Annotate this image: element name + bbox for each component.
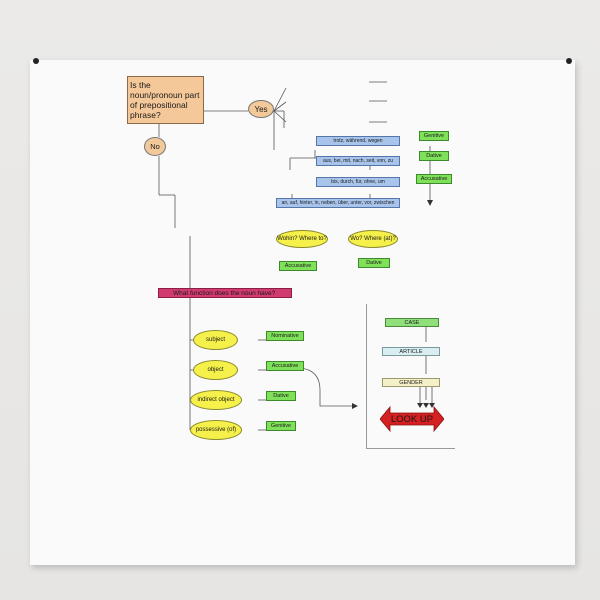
- indirect-object-oval: indirect object: [190, 390, 242, 410]
- accusative-case-box: Accusative: [416, 174, 452, 184]
- two-way-dative-box: Dative: [358, 258, 390, 268]
- wo-question: Wo? Where (at)?: [348, 230, 398, 248]
- look-up-label: LOOK UP: [390, 413, 434, 425]
- object-oval: object: [193, 360, 238, 380]
- genitive-case-box: Genitive: [419, 131, 449, 141]
- yes-node: Yes: [248, 100, 274, 118]
- lookup-panel: [366, 304, 455, 449]
- function-question-bar: What function does the noun have?: [158, 288, 292, 298]
- genitive-prepositions: trotz, während, wegen: [316, 136, 400, 146]
- possessive-genitive-case-box: Genitive: [266, 421, 296, 431]
- wohin-question: Wohin? Where to?: [276, 230, 328, 248]
- case-box: CASE: [385, 318, 439, 327]
- dative-case-box: Dative: [419, 151, 449, 161]
- object-accusative-case-box: Accusative: [266, 361, 304, 371]
- left-pin: [33, 58, 39, 64]
- gender-box: GENDER: [382, 378, 440, 387]
- indirect-dative-case-box: Dative: [266, 391, 296, 401]
- look-up-double-arrow-icon: [380, 405, 444, 433]
- dative-prepositions: aus, bei, mit, nach, seit, von, zu: [316, 156, 400, 166]
- subject-oval: subject: [193, 330, 238, 350]
- tapestry: [30, 60, 575, 565]
- accusative-prepositions: bis, durch, für, ohne, um: [316, 177, 400, 187]
- connector-lines: [158, 81, 435, 431]
- two-way-prepositions: an, auf, hinter, in, neben, über, unter,…: [276, 198, 400, 208]
- no-node: No: [144, 137, 166, 156]
- prepositional-phrase-question: Is the noun/pronoun part of prepositiona…: [127, 76, 204, 124]
- two-way-accusative-box: Accusative: [279, 261, 317, 271]
- nominative-case-box: Nominative: [266, 331, 304, 341]
- article-box: ARTICLE: [382, 347, 440, 356]
- right-pin: [566, 58, 572, 64]
- possessive-oval: possessive (of): [190, 420, 242, 440]
